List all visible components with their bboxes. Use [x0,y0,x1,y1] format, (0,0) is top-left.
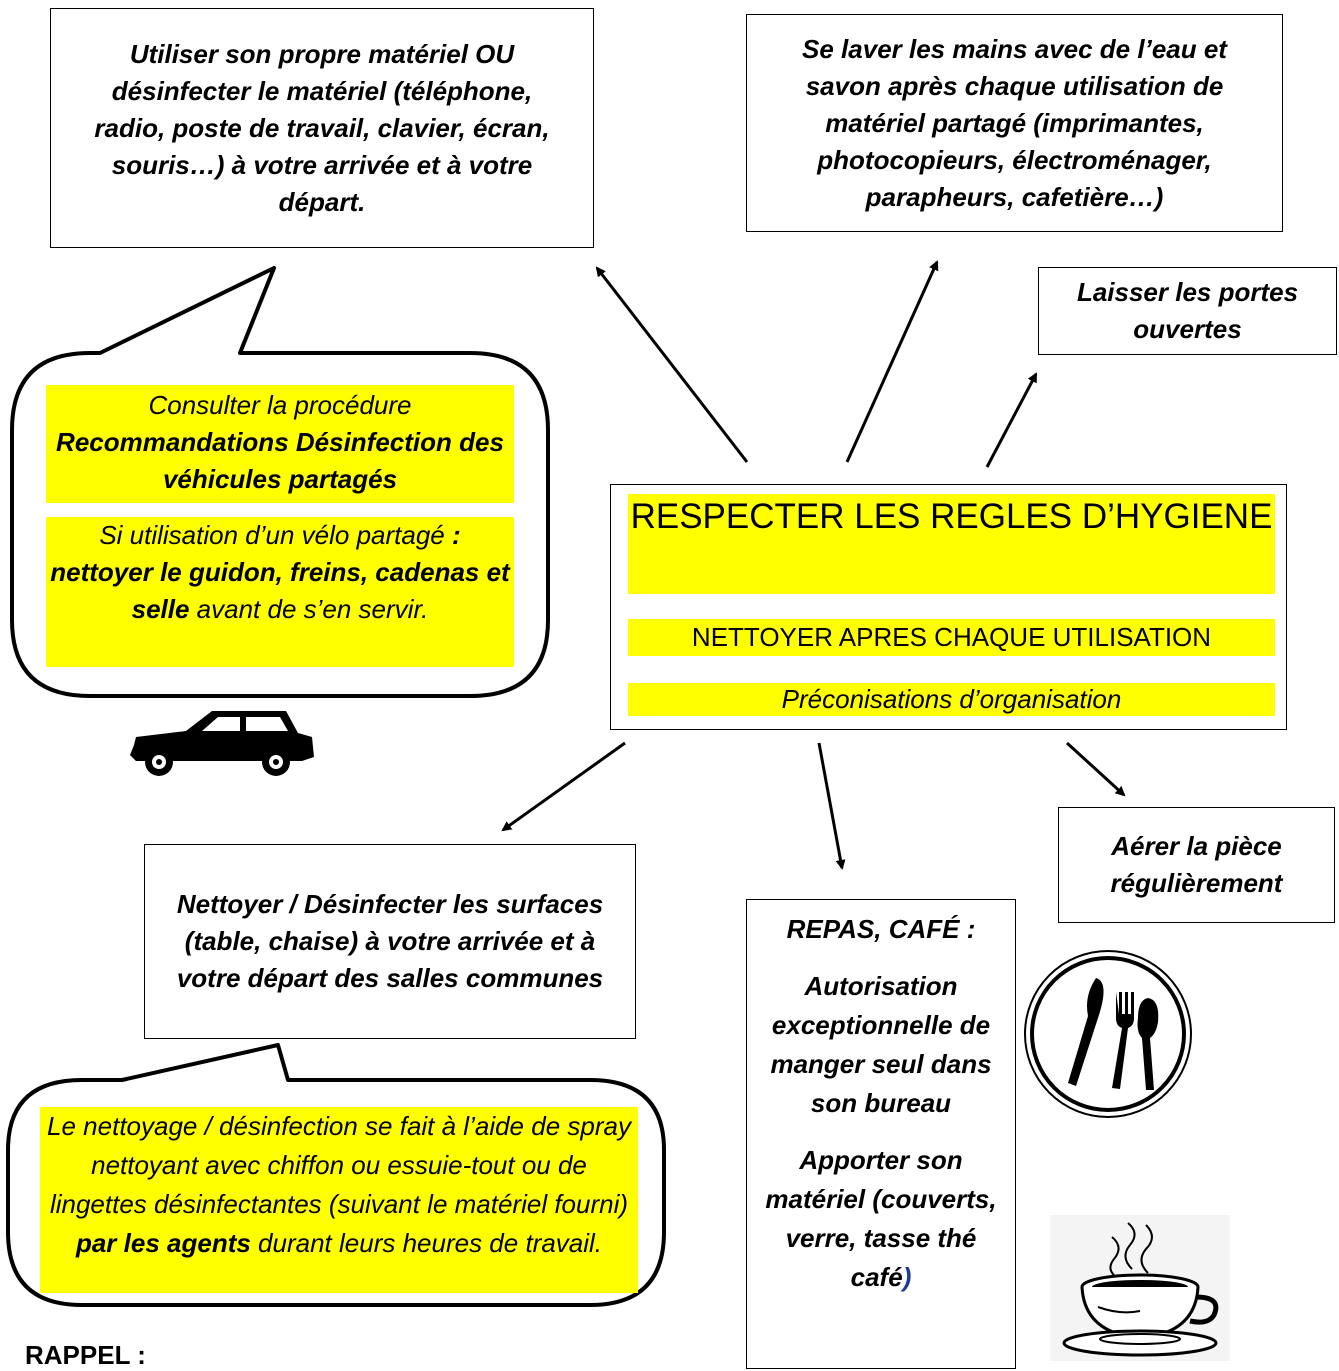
central-organisation: Préconisations d’organisation [628,683,1275,716]
box-surfaces: Nettoyer / Désinfecter les surfaces (tab… [144,844,636,1039]
repas-apporter: Apporter son matériel (couverts, verre, … [765,1145,997,1292]
rappel-label: RAPPEL : [25,1340,146,1370]
central-title: RESPECTER LES REGLES D’HYGIENE [628,494,1275,594]
bubble-vehicles-velo: Si utilisation d’un vélo partagé : netto… [46,517,514,667]
cutlery-plate-icon [1024,950,1192,1118]
box-aerer: Aérer la pièce régulièrement [1058,807,1335,923]
car-icon [130,711,314,776]
arrow-to-laver-mains [845,260,939,463]
arrow-to-portes [985,372,1038,468]
central-subtitle: NETTOYER APRES CHAQUE UTILISATION [628,619,1275,656]
box-repas: REPAS, CAFÉ : Autorisation exceptionnell… [746,899,1016,1369]
bubble-cleaning-text: Le nettoyage / désinfection se fait à l’… [40,1107,638,1293]
box-materiel: Utiliser son propre matériel OU désinfec… [50,8,594,248]
box-laver-mains: Se laver les mains avec de l’eau et savo… [746,14,1283,232]
arrow-to-aerer [1065,741,1126,797]
repas-heading: REPAS, CAFÉ : [786,914,976,944]
coffee-cup-icon [1050,1215,1230,1361]
box-portes: Laisser les portes ouvertes [1038,267,1337,355]
bubble-vehicles-procedure: Consulter la procédure Recommandations D… [46,385,514,503]
arrow-to-materiel [595,266,749,463]
central-box: RESPECTER LES REGLES D’HYGIENE NETTOYER … [610,484,1287,730]
repas-autorisation: Autorisation exceptionnelle de manger se… [770,971,992,1118]
arrow-to-surfaces [501,741,626,832]
arrow-to-repas [817,742,846,870]
